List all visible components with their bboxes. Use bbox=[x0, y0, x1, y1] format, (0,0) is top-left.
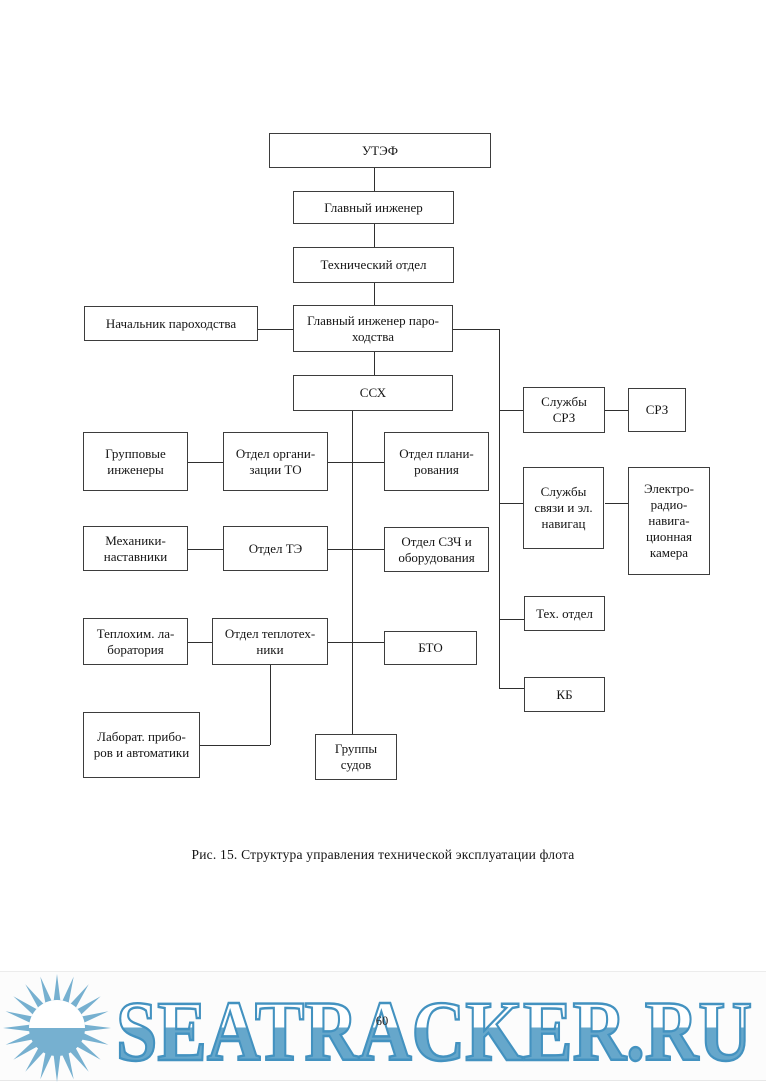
node-to-organization-dept: Отдел органи- зации ТО bbox=[223, 432, 328, 491]
connector-line bbox=[328, 642, 384, 643]
node-srz: СРЗ bbox=[628, 388, 686, 432]
node-shipping-company-head: Начальник пароходства bbox=[84, 306, 258, 341]
node-ssh: ССХ bbox=[293, 375, 453, 411]
connector-line bbox=[188, 642, 212, 643]
connector-line bbox=[270, 665, 271, 745]
figure-caption: Рис. 15. Структура управления техническо… bbox=[191, 847, 575, 862]
node-instruments-automation-lab: Лаборат. прибо- ров и автоматики bbox=[83, 712, 200, 778]
node-srz-services: Службы СРЗ bbox=[523, 387, 605, 433]
connector-line bbox=[499, 329, 500, 688]
watermark-band bbox=[0, 971, 766, 1081]
sun-dome-icon bbox=[29, 1000, 85, 1028]
connector-line bbox=[374, 224, 375, 247]
node-comm-navigation-services: Службы связи и эл. навигац bbox=[523, 467, 604, 549]
connector-line bbox=[499, 619, 524, 620]
node-chief-engineer-shipping: Главный инженер паро- ходства bbox=[293, 305, 453, 352]
node-chief-engineer: Главный инженер bbox=[293, 191, 454, 224]
connector-line bbox=[499, 503, 523, 504]
connector-line bbox=[499, 688, 524, 689]
connector-line bbox=[374, 352, 375, 375]
node-bto: БТО bbox=[384, 631, 477, 665]
node-electro-radio-navigation-camera: Электро- радио- навига- ционная камера bbox=[628, 467, 710, 575]
connector-line bbox=[188, 462, 223, 463]
connector-line bbox=[352, 411, 353, 735]
connector-line bbox=[258, 329, 293, 330]
connector-line bbox=[328, 549, 384, 550]
node-mentor-mechanics: Механики- наставники bbox=[83, 526, 188, 571]
node-planning-dept: Отдел плани- рования bbox=[384, 432, 489, 491]
connector-line bbox=[328, 462, 384, 463]
connector-line bbox=[188, 549, 223, 550]
node-szch-equipment-dept: Отдел СЗЧ и оборудования bbox=[384, 527, 489, 572]
node-heat-engineering-dept: Отдел теплотех- ники bbox=[212, 618, 328, 665]
node-kb: КБ bbox=[524, 677, 605, 712]
connector-line bbox=[374, 168, 375, 191]
connector-line bbox=[200, 745, 270, 746]
node-utef: УТЭФ bbox=[269, 133, 491, 168]
connector-line bbox=[374, 283, 375, 305]
node-ship-groups: Группы судов bbox=[315, 734, 397, 780]
node-thermochemical-lab: Теплохим. ла- боратория bbox=[83, 618, 188, 665]
watermark-text: SEATRACKER.RU bbox=[116, 990, 752, 1079]
node-te-dept: Отдел ТЭ bbox=[223, 526, 328, 571]
sun-logo-icon bbox=[3, 974, 111, 1082]
connector-line bbox=[605, 410, 628, 411]
node-group-engineers: Групповые инженеры bbox=[83, 432, 188, 491]
watermark-logo: SEATRACKER.RU bbox=[115, 990, 753, 1080]
node-technical-dept: Технический отдел bbox=[293, 247, 454, 283]
page-number: 60 bbox=[375, 1014, 389, 1028]
connector-line bbox=[605, 503, 628, 504]
node-tech-dept-right: Тех. отдел bbox=[524, 596, 605, 631]
connector-line bbox=[453, 329, 499, 330]
connector-line bbox=[499, 410, 523, 411]
